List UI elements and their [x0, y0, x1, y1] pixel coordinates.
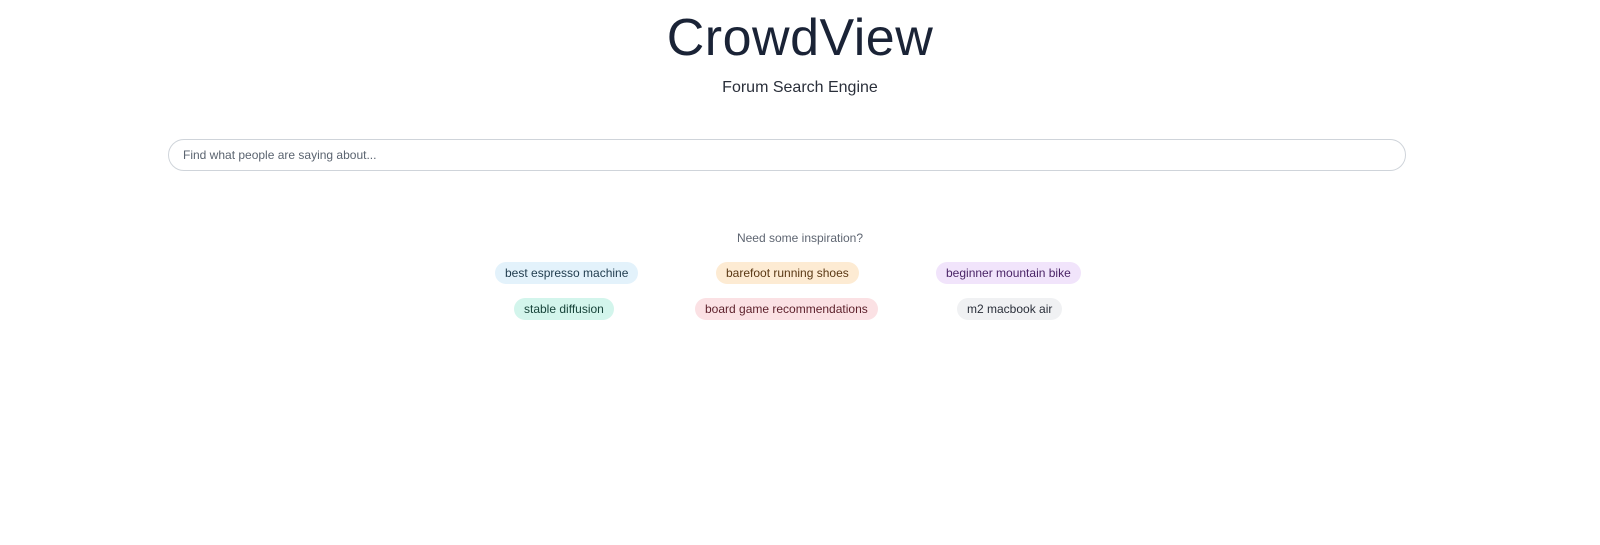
suggestion-chip[interactable]: m2 macbook air — [957, 298, 1063, 320]
suggestion-chip[interactable]: stable diffusion — [514, 298, 614, 320]
suggestion-chip[interactable]: barefoot running shoes — [716, 262, 859, 284]
suggestion-chip[interactable]: beginner mountain bike — [936, 262, 1081, 284]
brand-title: CrowdView — [666, 9, 934, 67]
suggestion-chip[interactable]: best espresso machine — [495, 262, 639, 284]
brand-subtitle: Forum Search Engine — [722, 79, 878, 96]
inspiration-label: Need some inspiration? — [736, 231, 864, 245]
suggestion-chip[interactable]: board game recommendations — [695, 298, 878, 320]
search-input[interactable] — [169, 141, 1405, 169]
search-bar[interactable] — [168, 139, 1406, 171]
